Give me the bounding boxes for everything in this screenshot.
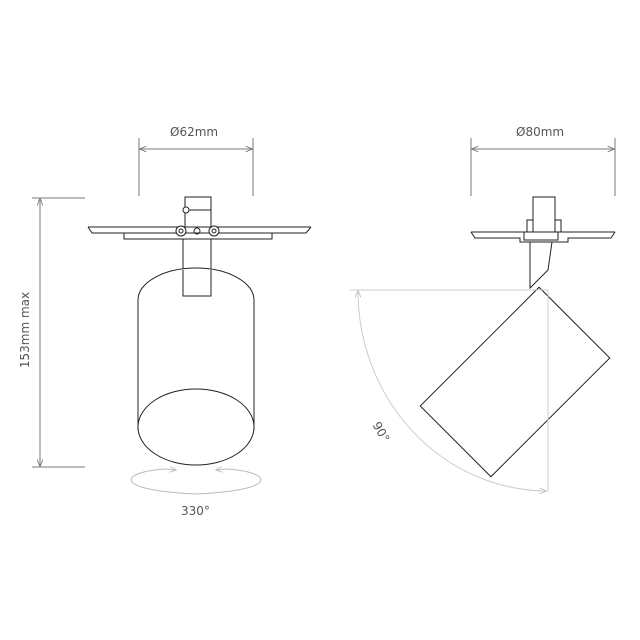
height-label: 153mm max [18, 291, 32, 369]
rotation-label: 330° [181, 504, 210, 518]
front-spot-body [137, 267, 255, 466]
side-spot-body [419, 286, 611, 478]
side-view [350, 138, 616, 492]
front-diameter-dimension [138, 138, 254, 196]
height-dimension [32, 197, 85, 468]
front-stem [175, 196, 220, 237]
side-diameter-label: Ø80mm [516, 125, 565, 139]
front-diameter-label: Ø62mm [170, 125, 219, 139]
side-diameter-dimension [470, 138, 616, 196]
rotation-indicator [130, 469, 262, 495]
tilt-indicator [350, 289, 549, 492]
front-view [32, 138, 312, 495]
side-arm [529, 241, 553, 290]
side-stem [523, 196, 562, 241]
